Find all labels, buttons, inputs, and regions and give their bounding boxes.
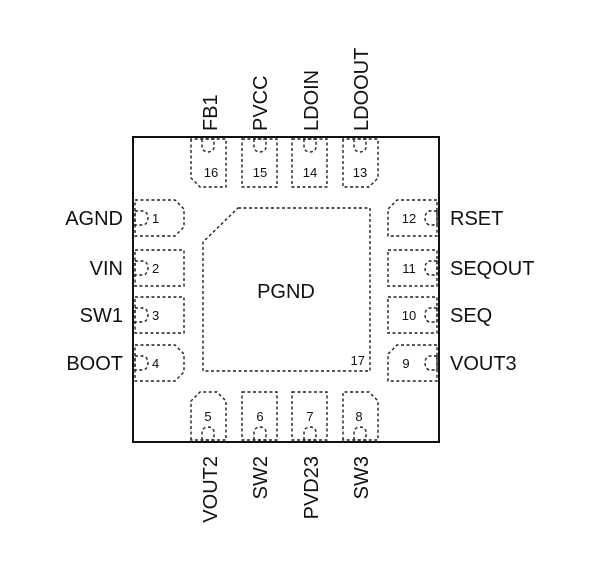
- pin-12-number: 12: [402, 211, 416, 226]
- pin-12-contact: [424, 210, 438, 226]
- exposed-pad-number: 17: [351, 353, 365, 368]
- pin-16-name: FB1: [200, 94, 222, 131]
- pin-2-number: 2: [152, 261, 159, 276]
- pin-1: 1 AGND: [65, 199, 185, 237]
- pin-3: 3 SW1: [80, 296, 185, 334]
- pin-13: 13 LDOOUT: [342, 48, 379, 188]
- pin-15-name: PVCC: [250, 75, 272, 131]
- pin-12: 12 RSET: [387, 199, 503, 237]
- pin-5-number: 5: [204, 409, 211, 424]
- pin-2: 2 VIN: [90, 249, 185, 287]
- pin-15-contact: [253, 138, 267, 153]
- pin-14: 14 LDOIN: [291, 70, 328, 188]
- pin-3-name: SW1: [80, 305, 123, 327]
- pin-11-number: 11: [402, 261, 416, 276]
- pin-6-name: SW2: [250, 456, 272, 499]
- pin-1-pad: [134, 199, 185, 237]
- pin-8-number: 8: [355, 409, 362, 424]
- pin-5-pad: [190, 391, 227, 441]
- pin-6-pad: [241, 391, 278, 441]
- pin-1-name: AGND: [65, 208, 123, 230]
- pin-15-number: 15: [253, 165, 267, 180]
- pin-1-number: 1: [152, 211, 159, 226]
- pin-10-number: 10: [402, 308, 416, 323]
- pin-9-pad: [387, 344, 438, 382]
- pin-7-pad: [291, 391, 328, 441]
- pin-11: 11 SEQOUT: [387, 249, 534, 287]
- exposed-pad-outline: [202, 207, 371, 372]
- pin-6-number: 6: [256, 409, 263, 424]
- pin-9-contact: [424, 355, 438, 371]
- pin-1-contact: [134, 210, 149, 226]
- pin-4-contact: [134, 355, 149, 371]
- pin-14-contact: [303, 138, 317, 153]
- pin-13-pad: [342, 138, 379, 188]
- exposed-pad-label: PGND: [257, 281, 315, 303]
- pin-3-contact: [134, 307, 149, 323]
- pin-10-contact: [424, 307, 438, 323]
- pin-3-number: 3: [152, 308, 159, 323]
- pin-2-contact: [134, 260, 149, 276]
- pin-13-name: LDOOUT: [351, 48, 373, 131]
- pin-7-name: PVD23: [301, 456, 323, 519]
- pin-9: 9 VOUT3: [387, 344, 517, 382]
- pin-16: 16 FB1: [190, 94, 227, 188]
- pin-9-number: 9: [402, 356, 409, 371]
- pin-11-pad: [387, 249, 438, 287]
- pin-10-pad: [387, 296, 438, 334]
- pin-11-name: SEQOUT: [450, 258, 534, 280]
- pin-4-pad: [134, 344, 185, 382]
- pin-2-pad: [134, 249, 185, 287]
- package-outline: [132, 136, 440, 443]
- pin-5-name: VOUT2: [200, 456, 222, 523]
- pin-7-number: 7: [306, 409, 313, 424]
- pin-15: 15 PVCC: [241, 75, 278, 188]
- pin-8-pad: [342, 391, 379, 441]
- pin-10-name: SEQ: [450, 305, 492, 327]
- pin-16-contact: [201, 138, 215, 153]
- pin-8-name: SW3: [351, 456, 373, 499]
- pin-3-pad: [134, 296, 185, 334]
- pin-4: 4 BOOT: [66, 344, 185, 382]
- pin-9-name: VOUT3: [450, 353, 517, 375]
- pin-14-number: 14: [303, 165, 317, 180]
- pin-2-name: VIN: [90, 258, 123, 280]
- pin-10: 10 SEQ: [387, 296, 492, 334]
- pin-5-contact: [201, 426, 215, 441]
- pin-6: 6 SW2: [241, 391, 278, 499]
- pin-6-contact: [253, 426, 267, 441]
- pin-8: 8 SW3: [342, 391, 379, 499]
- pin-13-number: 13: [353, 165, 367, 180]
- pin-13-contact: [353, 138, 367, 153]
- pin-12-pad: [387, 199, 438, 237]
- pin-4-name: BOOT: [66, 353, 123, 375]
- pin-4-number: 4: [152, 356, 159, 371]
- pin-5: 5 VOUT2: [190, 391, 227, 523]
- pin-7-contact: [303, 426, 317, 441]
- pin-12-name: RSET: [450, 208, 503, 230]
- pin-11-contact: [424, 260, 438, 276]
- pin-14-name: LDOIN: [301, 70, 323, 131]
- pin-8-contact: [353, 426, 367, 441]
- pin-7: 7 PVD23: [291, 391, 328, 519]
- pin-16-number: 16: [204, 165, 218, 180]
